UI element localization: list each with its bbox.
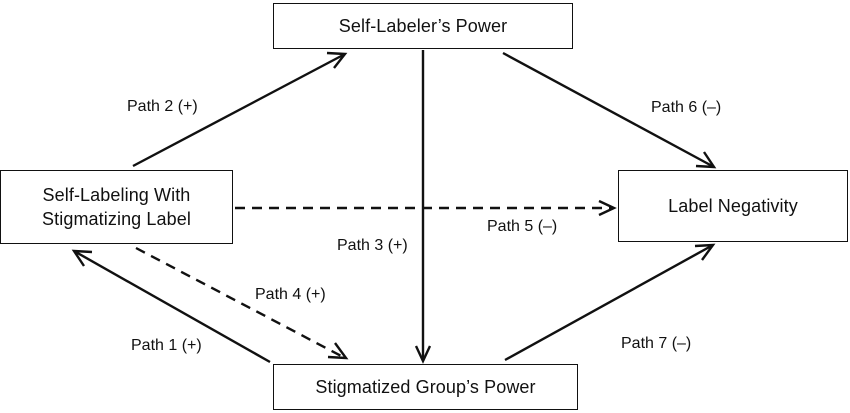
arrow-path2: [132, 52, 346, 168]
path1-label: Path 1 (+): [131, 337, 202, 354]
path6-label: Path 6 (–): [651, 99, 722, 116]
node-label-negativity-label: Label Negativity: [668, 196, 798, 216]
arrowhead-path6: [695, 151, 717, 169]
path4-label: Path 4 (+): [255, 286, 326, 303]
arrow-path6: [502, 51, 715, 169]
arrowhead-path2: [326, 51, 348, 69]
arrowhead-path4: [327, 342, 349, 360]
path2-label: Path 2 (+): [127, 98, 198, 115]
node-label-negativity: Label Negativity: [618, 170, 848, 242]
node-self-labeling-line1: Self-Labeling With: [42, 185, 191, 205]
arrowhead-path5: [598, 199, 617, 217]
path7-label: Path 7 (–): [621, 335, 692, 352]
arrowhead-path3: [414, 345, 432, 364]
node-self-labeling: Self-Labeling With Stigmatizing Label: [0, 170, 233, 244]
node-self-labelers-power: Self-Labeler’s Power: [273, 3, 573, 49]
path3-label: Path 3 (+): [337, 237, 408, 254]
arrow-path4: [135, 246, 346, 360]
arrowhead-path7: [694, 243, 716, 261]
arrowhead-path1: [71, 249, 93, 267]
node-self-labelers-power-label: Self-Labeler’s Power: [338, 16, 508, 36]
node-stigmatized-group-power-label: Stigmatized Group’s Power: [315, 377, 536, 397]
node-stigmatized-group-power: Stigmatized Group’s Power: [273, 364, 578, 410]
arrow-path1: [73, 249, 271, 364]
path5-label: Path 5 (–): [487, 218, 558, 235]
arrow-path7: [504, 243, 714, 362]
node-self-labeling-line2: Stigmatizing Label: [42, 209, 191, 229]
